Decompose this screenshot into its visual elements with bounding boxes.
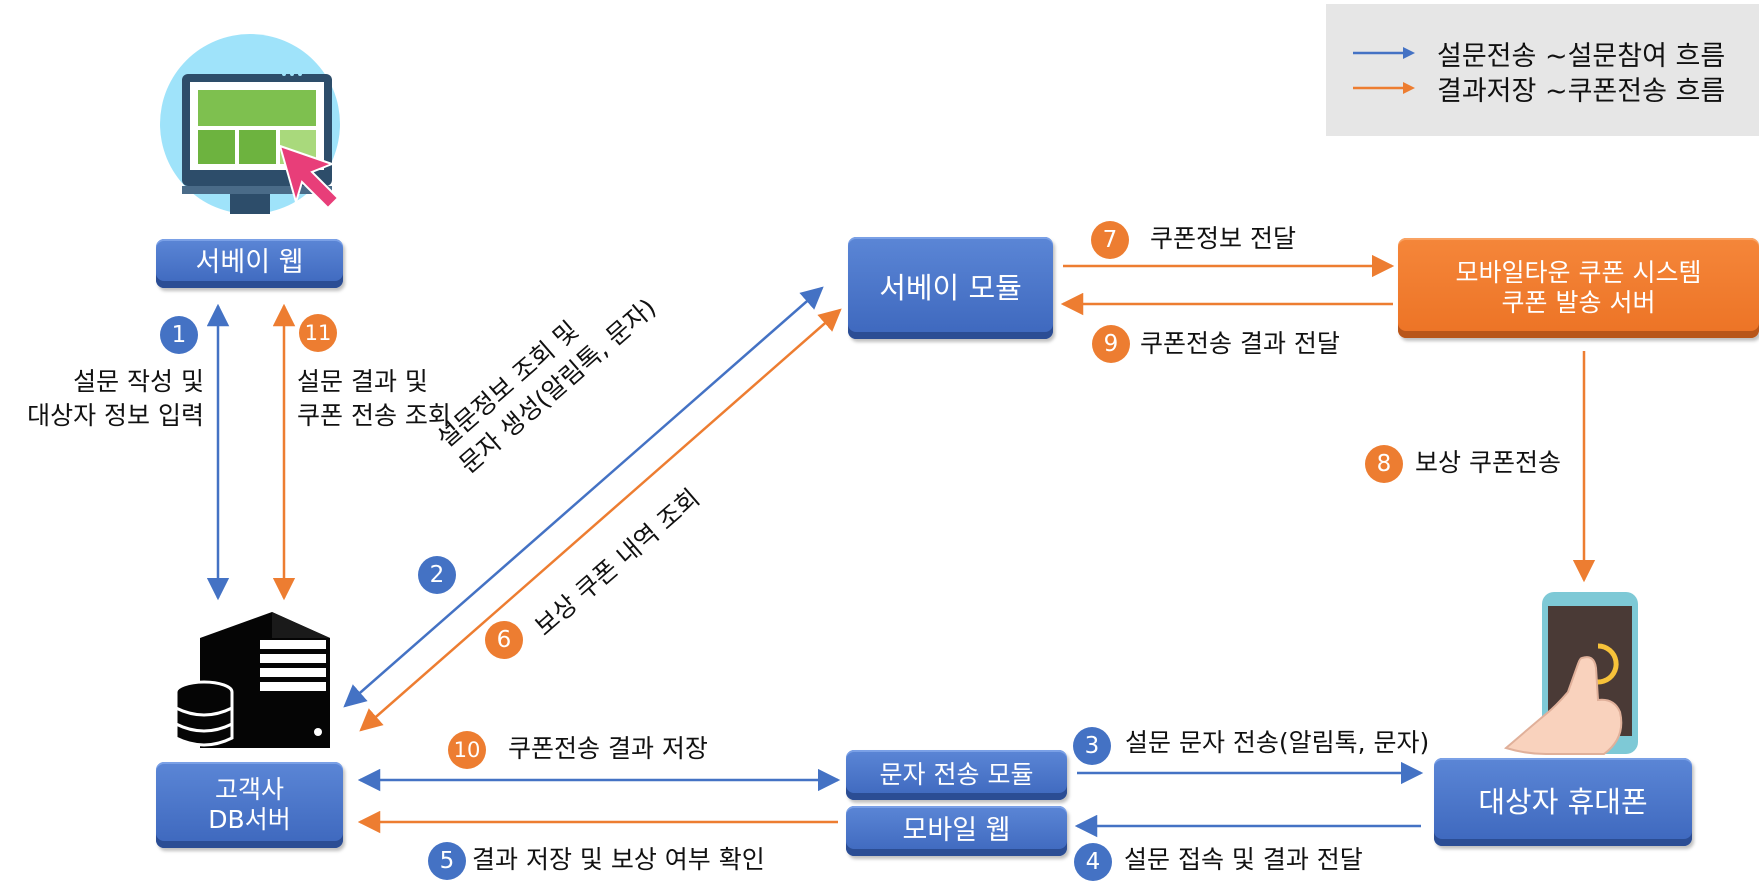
legend-item-blue: 설문전송 ~설문참여 흐름	[1353, 35, 1726, 72]
step-1-line-2: 대상자 정보 입력	[27, 401, 204, 430]
step-10-label: 쿠폰전송 결과 저장	[508, 734, 708, 763]
blue-arrow-icon	[1353, 47, 1415, 59]
legend: 설문전송 ~설문참여 흐름 결과저장 ~쿠폰전송 흐름	[1326, 4, 1759, 136]
step-7-label: 쿠폰정보 전달	[1150, 224, 1296, 253]
step-5-badge: 5	[428, 842, 466, 880]
node-coupon-system-line2: 쿠폰 발송 서버	[1501, 288, 1656, 317]
node-db-server: 고객사 DB서버	[156, 762, 343, 848]
step-4-label: 설문 접속 및 결과 전달	[1124, 845, 1363, 874]
step-11-line-2: 쿠폰 전송 조회	[297, 401, 451, 430]
step-11-line-1: 설문 결과 및	[297, 367, 428, 396]
node-target-phone: 대상자 휴대폰	[1434, 758, 1692, 846]
step-9-label: 쿠폰전송 결과 전달	[1140, 329, 1340, 358]
step-11-label: 설문 결과 및 쿠폰 전송 조회	[297, 365, 451, 433]
node-coupon-system-line1: 모바일타운 쿠폰 시스템	[1455, 258, 1702, 287]
step-1-line-1: 설문 작성 및	[73, 367, 204, 396]
step-8-label: 보상 쿠폰전송	[1415, 448, 1561, 477]
step-7-badge: 7	[1091, 221, 1129, 259]
legend-label-blue: 설문전송 ~설문참여 흐름	[1437, 40, 1726, 72]
step-4-badge: 4	[1074, 843, 1112, 881]
arrow-step-6	[359, 308, 842, 732]
node-mobile-web: 모바일 웹	[846, 806, 1067, 856]
step-1-badge: 1	[160, 316, 198, 354]
node-mobile-web-label: 모바일 웹	[902, 814, 1011, 846]
step-3-badge: 3	[1073, 727, 1111, 765]
step-2-badge: 2	[418, 556, 456, 594]
node-survey-web-label: 서베이 웹	[195, 247, 304, 279]
step-10-badge: 10	[448, 731, 486, 769]
step-1-label: 설문 작성 및 대상자 정보 입력	[27, 365, 204, 433]
monitor-web-icon	[160, 34, 340, 214]
node-sms-module: 문자 전송 모듈	[846, 750, 1067, 800]
step-9-badge: 9	[1092, 325, 1130, 363]
node-coupon-system: 모바일타운 쿠폰 시스템 쿠폰 발송 서버	[1398, 238, 1759, 338]
node-survey-web: 서베이 웹	[156, 239, 343, 288]
step-3-label: 설문 문자 전송(알림톡, 문자)	[1125, 728, 1430, 757]
step-11-badge: 11	[299, 314, 337, 352]
step-5-label: 결과 저장 및 보상 여부 확인	[472, 845, 765, 874]
orange-arrow-icon	[1353, 82, 1415, 94]
node-target-phone-label: 대상자 휴대폰	[1478, 784, 1648, 819]
smartphone-touch-icon	[1503, 592, 1638, 755]
node-survey-module-label: 서베이 모듈	[879, 270, 1022, 305]
step-6-badge: 6	[485, 621, 523, 659]
node-db-server-line2: DB서버	[208, 805, 291, 834]
node-db-server-line1: 고객사	[214, 775, 284, 804]
node-sms-module-label: 문자 전송 모듈	[879, 760, 1034, 789]
legend-label-orange: 결과저장 ~쿠폰전송 흐름	[1437, 75, 1726, 107]
node-survey-module: 서베이 모듈	[848, 237, 1053, 339]
legend-item-orange: 결과저장 ~쿠폰전송 흐름	[1353, 70, 1726, 107]
database-server-icon	[174, 612, 330, 748]
step-8-badge: 8	[1365, 445, 1403, 483]
